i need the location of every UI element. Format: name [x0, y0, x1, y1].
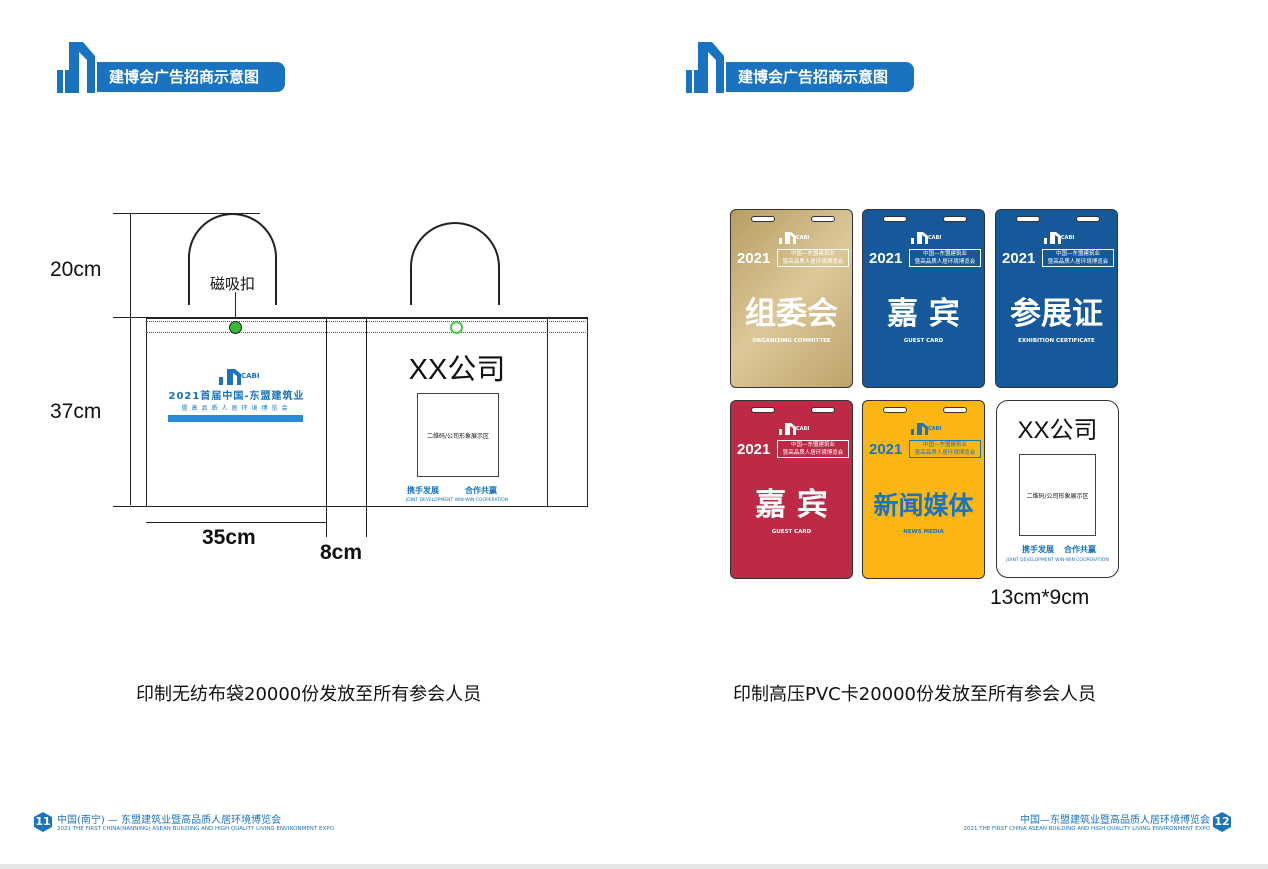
footer-en: 2021 THE FIRST CHINA ASEAN BUILDING AND … [963, 826, 1210, 832]
bag-back-panel: XX公司 二维码/公司形象展示区 携手发展 合作共赢 JOINT DEVELOP… [366, 318, 548, 507]
card-title-en: GUEST CARD [771, 529, 812, 535]
slogan: 携手发展 [407, 486, 439, 495]
qr-area: 二维码/公司形象展示区 [417, 393, 499, 477]
card-year: 2021 [869, 441, 903, 458]
card-title: 新闻媒体 [873, 491, 974, 520]
header-title: 建博会广告招商示意图 [726, 62, 914, 92]
card-title-en: NEWS MEDIA [903, 529, 944, 535]
logo-icon [57, 42, 95, 93]
qr-area: 二维码/公司形象展示区 [1019, 454, 1096, 536]
svg-text:CABE: CABE [928, 426, 941, 432]
card-subtitle: 暨高品质人居环境博览会 [914, 450, 976, 456]
badge-card: CABE 2021 中国—东盟建筑业暨高品质人居环境博览会 组委会 ORGANI… [730, 209, 853, 388]
dim-gusset: 8cm [320, 541, 363, 564]
card-title: 组委会 [745, 296, 838, 332]
magnet-label: 磁吸扣 [210, 275, 256, 293]
bag-company-name: XX公司 [408, 354, 506, 386]
logo-icon [686, 42, 724, 93]
cabe-logo-icon: CABE [911, 232, 941, 244]
dim-body-height: 37cm [50, 400, 102, 423]
badge-card: CABE 2021 中国—东盟建筑业暨高品质人居环境博览会 新闻媒体 NEWS … [862, 400, 985, 579]
svg-text:CABE: CABE [796, 235, 809, 241]
footer-cn: 中国(南宁) — 东盟建筑业暨高品质人居环境博览会 [57, 815, 282, 826]
card-year: 2021 [1002, 250, 1036, 267]
card-subtitle: 暨高品质人居环境博览会 [914, 259, 976, 265]
dim-width: 35cm [202, 526, 256, 549]
footer-left: 中国(南宁) — 东盟建筑业暨高品质人居环境博览会 2021 THE FIRST… [57, 811, 334, 832]
footer-right: 中国—东盟建筑业暨高品质人居环境博览会 2021 THE FIRST CHINA… [963, 811, 1210, 832]
bag-front-panel: CABE 2021首届中国-东盟建筑业 暨高品质人居环境博览会 [146, 318, 327, 507]
slogan: 合作共赢 [1064, 545, 1096, 554]
company-card: XX公司 二维码/公司形象展示区 携手发展 合作共赢 JOINT DEVELOP… [996, 400, 1119, 578]
card-year: 2021 [737, 441, 771, 458]
page-number-right: 12 [1213, 812, 1231, 832]
card-subtitle: 暨高品质人居环境博览会 [1047, 259, 1109, 265]
cabe-logo-icon: CABE [779, 423, 809, 435]
badge-card: CABE 2021 中国—东盟建筑业暨高品质人居环境博览会 嘉 宾 GUEST … [862, 209, 985, 388]
header-title: 建博会广告招商示意图 [97, 62, 285, 92]
svg-text:CABE: CABE [1061, 235, 1074, 241]
cabe-logo-icon: CABE [219, 369, 259, 385]
slogan: 合作共赢 [465, 486, 497, 495]
svg-text:CABE: CABE [928, 235, 941, 241]
slogan: 携手发展 [1022, 545, 1054, 554]
card-company-name: XX公司 [1017, 417, 1098, 444]
footer-cn: 中国—东盟建筑业暨高品质人居环境博览会 [1020, 815, 1210, 826]
card-title: 嘉 宾 [887, 296, 960, 332]
slogan-en: JOINT DEVELOPMENT WIN-WIN COOPERATION [405, 498, 509, 503]
card-title: 参展证 [1010, 296, 1103, 332]
bag-front-subtitle: 暨高品质人居环境博览会 [181, 405, 292, 412]
svg-text:CABE: CABE [241, 372, 259, 380]
card-subtitle: 暨高品质人居环境博览会 [782, 259, 844, 265]
card-title-en: ORGANIZING COMMITTEE [752, 338, 831, 344]
card-title: 嘉 宾 [755, 487, 828, 523]
magnet-ring-icon [450, 321, 463, 334]
dim-handle-height: 20cm [50, 258, 102, 281]
card-title-en: EXHIBITION CERTIFICATE [1018, 338, 1095, 344]
card-size: 13cm*9cm [990, 586, 1090, 609]
magnet-button-icon [229, 321, 242, 334]
badge-card: CABE 2021 中国—东盟建筑业暨高品质人居环境博览会 参展证 EXHIBI… [995, 209, 1118, 388]
card-year: 2021 [869, 250, 903, 267]
section-header-left: 建博会广告招商示意图 [57, 40, 297, 96]
cabe-logo-icon: CABE [779, 232, 809, 244]
card-caption: 印制高压PVC卡20000份发放至所有参会人员 [733, 684, 1096, 705]
page-number-left: 11 [34, 812, 52, 832]
card-title-en: GUEST CARD [903, 338, 944, 344]
card-subtitle: 暨高品质人居环境博览会 [782, 450, 844, 456]
bag-caption: 印制无纺布袋20000份发放至所有参会人员 [136, 684, 482, 705]
card-subtitle: 中国—东盟建筑业 [790, 442, 835, 448]
cabe-logo-icon: CABE [911, 423, 941, 435]
cabe-logo-icon: CABE [1044, 232, 1074, 244]
svg-text:CABE: CABE [796, 426, 809, 432]
card-subtitle: 中国—东盟建筑业 [1055, 251, 1100, 257]
footer-en: 2021 THE FIRST CHINA(NANNING) ASEAN BUIL… [57, 826, 334, 832]
slogan-en: JOINT DEVELOPMENT WIN-WIN COOPERATION [1006, 558, 1109, 563]
card-subtitle: 中国—东盟建筑业 [922, 251, 967, 257]
card-year: 2021 [737, 250, 771, 267]
bag-front-title: 2021首届中国-东盟建筑业 [168, 391, 305, 402]
card-subtitle: 中国—东盟建筑业 [790, 251, 835, 257]
badge-card: CABE 2021 中国—东盟建筑业暨高品质人居环境博览会 嘉 宾 GUEST … [730, 400, 853, 579]
section-header-right: 建博会广告招商示意图 [686, 40, 926, 96]
card-subtitle: 中国—东盟建筑业 [922, 442, 967, 448]
